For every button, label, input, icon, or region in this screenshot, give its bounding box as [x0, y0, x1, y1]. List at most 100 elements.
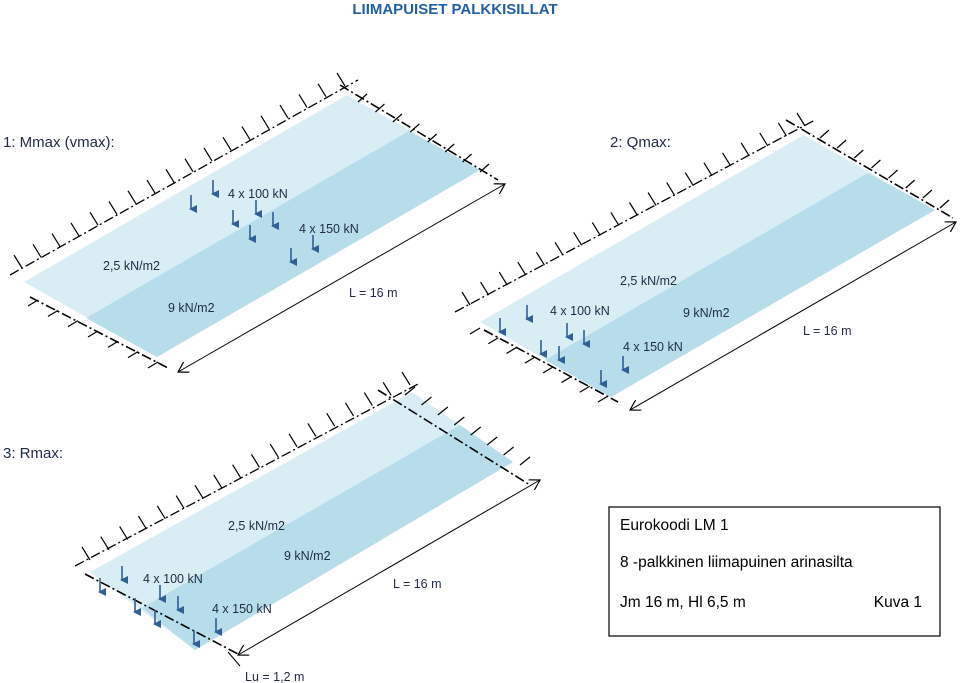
hatch-tick: [222, 136, 232, 151]
hatch-tick: [67, 320, 79, 328]
hatch-tick: [87, 330, 99, 338]
hatch-tick: [382, 381, 392, 396]
support-line-back: [454, 119, 816, 313]
hatch-tick: [506, 346, 517, 354]
hatch-tick: [796, 112, 806, 127]
length-dimension-line: [178, 184, 505, 372]
length-dimension-line: [630, 222, 956, 410]
hatch-tick: [836, 139, 847, 149]
axle-150-label: 4 x 150 kN: [623, 340, 683, 354]
hatch-tick: [535, 251, 545, 266]
support-line-back: [9, 79, 359, 276]
hatch-tick: [628, 202, 639, 216]
hatch-tick: [375, 103, 385, 113]
hatch-tick: [939, 199, 950, 209]
info-line-bridge-type: 8 -palkkinen liimapuinen arinasilta: [620, 554, 853, 571]
hatch-tick: [175, 495, 185, 509]
hatch-tick: [479, 163, 490, 173]
axle-load-arrows: [98, 566, 222, 648]
hatch-tick: [591, 222, 601, 236]
axle-100-label: 4 x 100 kN: [143, 572, 203, 586]
hatch-tick: [363, 392, 373, 406]
hatch-tick: [32, 243, 42, 258]
deck-edge-left: [483, 329, 619, 403]
hatch-tick: [703, 162, 713, 177]
hatch-tick: [777, 122, 787, 137]
hatch-tick: [487, 337, 499, 345]
info-line-standard: Eurokoodi LM 1: [620, 517, 729, 534]
diagram-heading: 2: Qmax:: [610, 134, 671, 151]
hatch-tick: [279, 104, 289, 119]
hatch-tick: [307, 423, 317, 437]
hatch-tick: [108, 201, 118, 215]
hatch-tick: [51, 233, 61, 247]
hatch-tick: [260, 115, 270, 130]
axle-load-arrows: [189, 180, 319, 266]
hatch-tick: [137, 515, 147, 530]
hatch-tick: [127, 190, 137, 205]
hatch-tick: [232, 464, 242, 478]
hatch-tick: [554, 241, 564, 256]
light-load-label: 2,5 kN/m2: [620, 274, 677, 288]
hatch-tick: [462, 153, 472, 163]
hatch-tick: [47, 309, 59, 317]
hatch-tick: [146, 179, 156, 194]
support-hatching: [13, 72, 490, 369]
hatch-tick: [357, 93, 368, 103]
hatch-tick: [392, 113, 403, 123]
support-hatching: [81, 371, 531, 561]
hatch-tick: [561, 376, 572, 384]
hatch-tick: [871, 159, 881, 169]
page-title: LIIMAPUISET PALKKISILLAT: [352, 1, 557, 18]
hatch-tick: [469, 327, 481, 335]
length-dimension-line: [238, 480, 540, 655]
length-label: L = 16 m: [393, 577, 442, 591]
length-label: L = 16 m: [803, 324, 852, 338]
info-line-dimensions: Jm 16 m, Hl 6,5 m: [620, 594, 746, 611]
hatch-tick: [542, 366, 554, 374]
hatch-tick: [27, 299, 39, 307]
light-load-label: 2,5 kN/m2: [103, 259, 160, 273]
axle-100-label: 4 x 100 kN: [228, 187, 288, 201]
deck-edge-left: [84, 573, 241, 656]
hatch-tick: [524, 356, 536, 364]
hatch-tick: [905, 179, 916, 189]
hatch-tick: [922, 189, 933, 199]
hatch-tick: [127, 351, 139, 359]
length-label: L = 16 m: [349, 286, 398, 300]
hatch-tick: [269, 443, 279, 458]
hatch-tick: [401, 371, 411, 386]
hatch-tick: [480, 281, 490, 296]
hatch-tick: [156, 505, 166, 520]
axle-150-label: 4 x 150 kN: [299, 222, 359, 236]
hatch-tick: [107, 340, 119, 348]
lu-dimension-tick: [227, 651, 241, 667]
diagram-heading: 1: Mmax (vmax):: [3, 134, 115, 151]
dark-load-label: 9 kN/m2: [168, 301, 215, 315]
hatch-tick: [213, 474, 223, 489]
diagram-qmax: 2: Qmax: 2,5 kN/m2 9 kN/m2 4 x 100 kN 4 …: [454, 112, 956, 410]
hatch-tick: [853, 149, 864, 159]
diagram-rmax: 3: Rmax: 2,5 kN/m2 9 kN/m2 4 x 100 kN 4 …: [3, 371, 540, 683]
hatch-tick: [503, 446, 514, 456]
hatch-tick: [888, 169, 898, 179]
hatch-tick: [498, 271, 508, 286]
hatch-tick: [89, 211, 99, 226]
hatch-tick: [437, 406, 449, 416]
hatch-tick: [684, 172, 694, 186]
hatch-tick: [647, 192, 657, 206]
deck-edge-left: [29, 296, 169, 369]
hatch-tick: [345, 402, 355, 417]
hatch-tick: [427, 133, 438, 143]
hatch-tick: [241, 126, 251, 140]
hatch-tick: [194, 484, 204, 499]
hatch-tick: [819, 129, 830, 139]
hatch-tick: [722, 152, 732, 167]
hatch-tick: [453, 416, 465, 426]
hatch-tick: [203, 147, 213, 162]
dark-load-label: 9 kN/m2: [284, 549, 331, 563]
hatch-tick: [184, 158, 194, 172]
hatch-tick: [579, 385, 591, 393]
hatch-tick: [519, 456, 531, 466]
